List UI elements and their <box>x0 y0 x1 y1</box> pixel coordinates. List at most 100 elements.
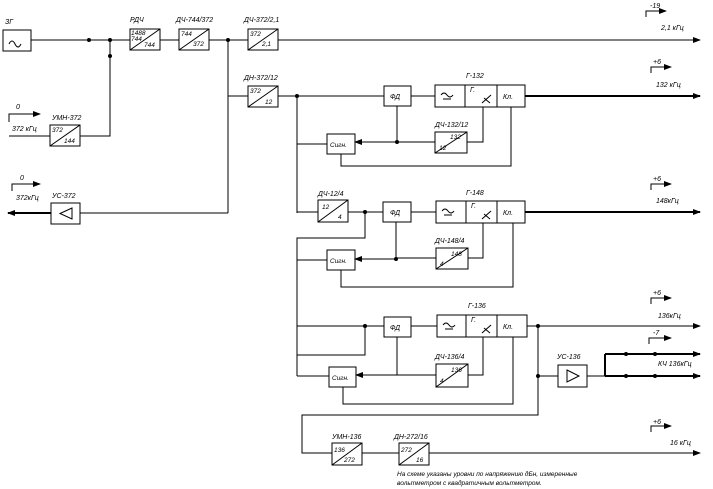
us136-label: УС-136 <box>556 354 581 361</box>
output-21khz-level: -19 2,1 кГц <box>645 3 684 32</box>
dch132-ratio-top: 132 <box>450 134 461 141</box>
out-132-freq: 132 кГц <box>656 82 681 89</box>
junction-dot <box>624 374 628 378</box>
dn272-16-block: ДН-272/16 272 16 <box>393 434 430 466</box>
dch136-4-block: ДЧ-136/4 136 4 <box>434 354 469 388</box>
filter-wave-icon <box>442 322 456 330</box>
out-132-level: +6 <box>653 59 661 66</box>
dn272-16-label: ДН-272/16 <box>393 434 428 441</box>
umn136-label: УМН-136 <box>331 434 361 441</box>
out-372-level: 0 <box>20 175 24 182</box>
dch132-12-label: ДЧ-132/12 <box>434 122 468 129</box>
dch12-4-block: ДЧ-12/4 12 4 <box>317 191 349 223</box>
junction-dot <box>653 352 657 356</box>
g132-block: Г-132 Г. Кл. <box>434 73 526 108</box>
umn136-block: УМН-136 136 272 <box>331 434 363 466</box>
tunable-arrow-icon <box>481 210 492 220</box>
out-16-freq: 16 кГц <box>670 440 691 447</box>
dch148-ratio-top: 148 <box>451 251 462 258</box>
fd-136-label: ФД <box>390 325 400 332</box>
dn372-12-block: ДН-372/12 372 12 <box>243 75 279 108</box>
g136-label: Г-136 <box>468 303 486 310</box>
umn372-ratio-bot: 144 <box>64 138 75 145</box>
umn136-ratio-top: 136 <box>334 447 345 454</box>
g132-label: Г-132 <box>466 73 484 80</box>
rdch-label: РДЧ <box>130 17 144 24</box>
g136-kl-label: Кл. <box>503 324 513 331</box>
output-132-level: +6 132 кГц <box>650 59 681 89</box>
sign-136-block: Сигн. <box>328 366 357 388</box>
triangle-amplifier-icon <box>566 369 581 383</box>
output-16-level: +6 16 кГц <box>650 419 691 447</box>
umn372-ratio-top: 372 <box>52 127 63 134</box>
dch136-ratio-bot: 4 <box>440 378 444 385</box>
out-21-level: -19 <box>650 3 660 10</box>
sign-148-label: Сигн. <box>330 258 347 265</box>
output-kch-level: -7 КЧ 136кГц <box>648 330 692 368</box>
dch744-ratio-top: 744 <box>181 31 192 38</box>
filter-wave-icon <box>440 92 454 100</box>
dn272-ratio-top: 272 <box>400 447 412 454</box>
rdch-ratio-bot: 744 <box>144 42 155 49</box>
dch744-label: ДЧ-744/372 <box>175 17 213 24</box>
dch148-4-label: ДЧ-148/4 <box>434 238 465 245</box>
dch372-21-ratio-bot: 2,1 <box>261 41 271 48</box>
rdch-ratio-mid: 744 <box>131 36 142 43</box>
us372-block: УС-372 <box>50 193 81 225</box>
sign-148-block: Сигн. <box>326 249 356 271</box>
rdch-ratio-top: 1488 <box>131 30 146 37</box>
fd-148-label: ФД <box>390 210 400 217</box>
dch136-4-label: ДЧ-136/4 <box>434 354 465 361</box>
umn136-ratio-bot: 272 <box>343 457 355 464</box>
g132-g-label: Г. <box>470 87 475 94</box>
dch372-21-block: ДЧ-372/2,1 372 2,1 <box>243 17 279 51</box>
sign-132-block: Сигн. <box>326 133 356 155</box>
sign-136-label: Сигн. <box>332 375 349 382</box>
junction-dot <box>653 374 657 378</box>
dch148-ratio-bot: 4 <box>440 261 444 268</box>
g148-block: Г-148 Г. Кл. <box>435 190 526 224</box>
fd-148-block: ФД <box>382 201 412 223</box>
out-148-freq: 148кГц <box>656 198 679 205</box>
dch132-12-block: ДЧ-132/12 132 12 <box>434 122 468 154</box>
tunable-arrow-icon <box>481 324 492 334</box>
out-136-level: +6 <box>653 290 661 297</box>
out-16-level: +6 <box>653 419 661 426</box>
zg-label: ЗГ <box>5 19 14 26</box>
junction-dot <box>87 38 91 42</box>
note-line-2: вольтметром с квадратичным вольтметром. <box>397 479 542 487</box>
rdch-block: РДЧ 1488 744 744 <box>129 17 161 51</box>
out-372-freq: 372кГц <box>16 195 39 202</box>
fd-132-block: ФД <box>383 85 412 107</box>
fd-132-label: ФД <box>390 94 400 101</box>
triangle-amplifier-icon <box>58 207 73 220</box>
filter-wave-icon <box>441 208 455 216</box>
dch12-4-ratio-bot: 4 <box>338 214 342 221</box>
g148-kl-label: Кл. <box>503 210 513 217</box>
junction-dot <box>108 54 112 58</box>
g132-kl-label: Кл. <box>503 94 513 101</box>
dch372-21-ratio-top: 372 <box>250 31 261 38</box>
zg-block: ЗГ <box>2 19 32 52</box>
umn372-label: УМН-372 <box>51 115 81 122</box>
sign-132-label: Сигн. <box>330 142 347 149</box>
dn372-12-label: ДН-372/12 <box>243 75 278 82</box>
dn272-ratio-bot: 16 <box>416 457 424 464</box>
g148-label: Г-148 <box>466 190 484 197</box>
out-kch-level: -7 <box>653 330 660 337</box>
in-372-level: 0 <box>16 104 20 111</box>
sine-wave-icon <box>8 40 22 48</box>
fd-136-block: ФД <box>383 316 412 338</box>
dch12-4-ratio-top: 12 <box>322 204 330 211</box>
dn372-12-ratio-top: 372 <box>250 88 261 95</box>
out-21-freq: 2,1 кГц <box>660 25 684 32</box>
dch744-block: ДЧ-744/372 744 372 <box>175 17 213 51</box>
input-372-signal: 0 372 кГц <box>8 104 41 133</box>
dn372-12-ratio-bot: 12 <box>265 99 273 106</box>
dch136-ratio-top: 136 <box>451 367 462 374</box>
out-kch-freq: КЧ 136кГц <box>658 361 692 368</box>
output-136-level: +6 136кГц <box>650 290 681 320</box>
out-136-freq: 136кГц <box>658 313 681 320</box>
g136-g-label: Г. <box>471 317 476 324</box>
